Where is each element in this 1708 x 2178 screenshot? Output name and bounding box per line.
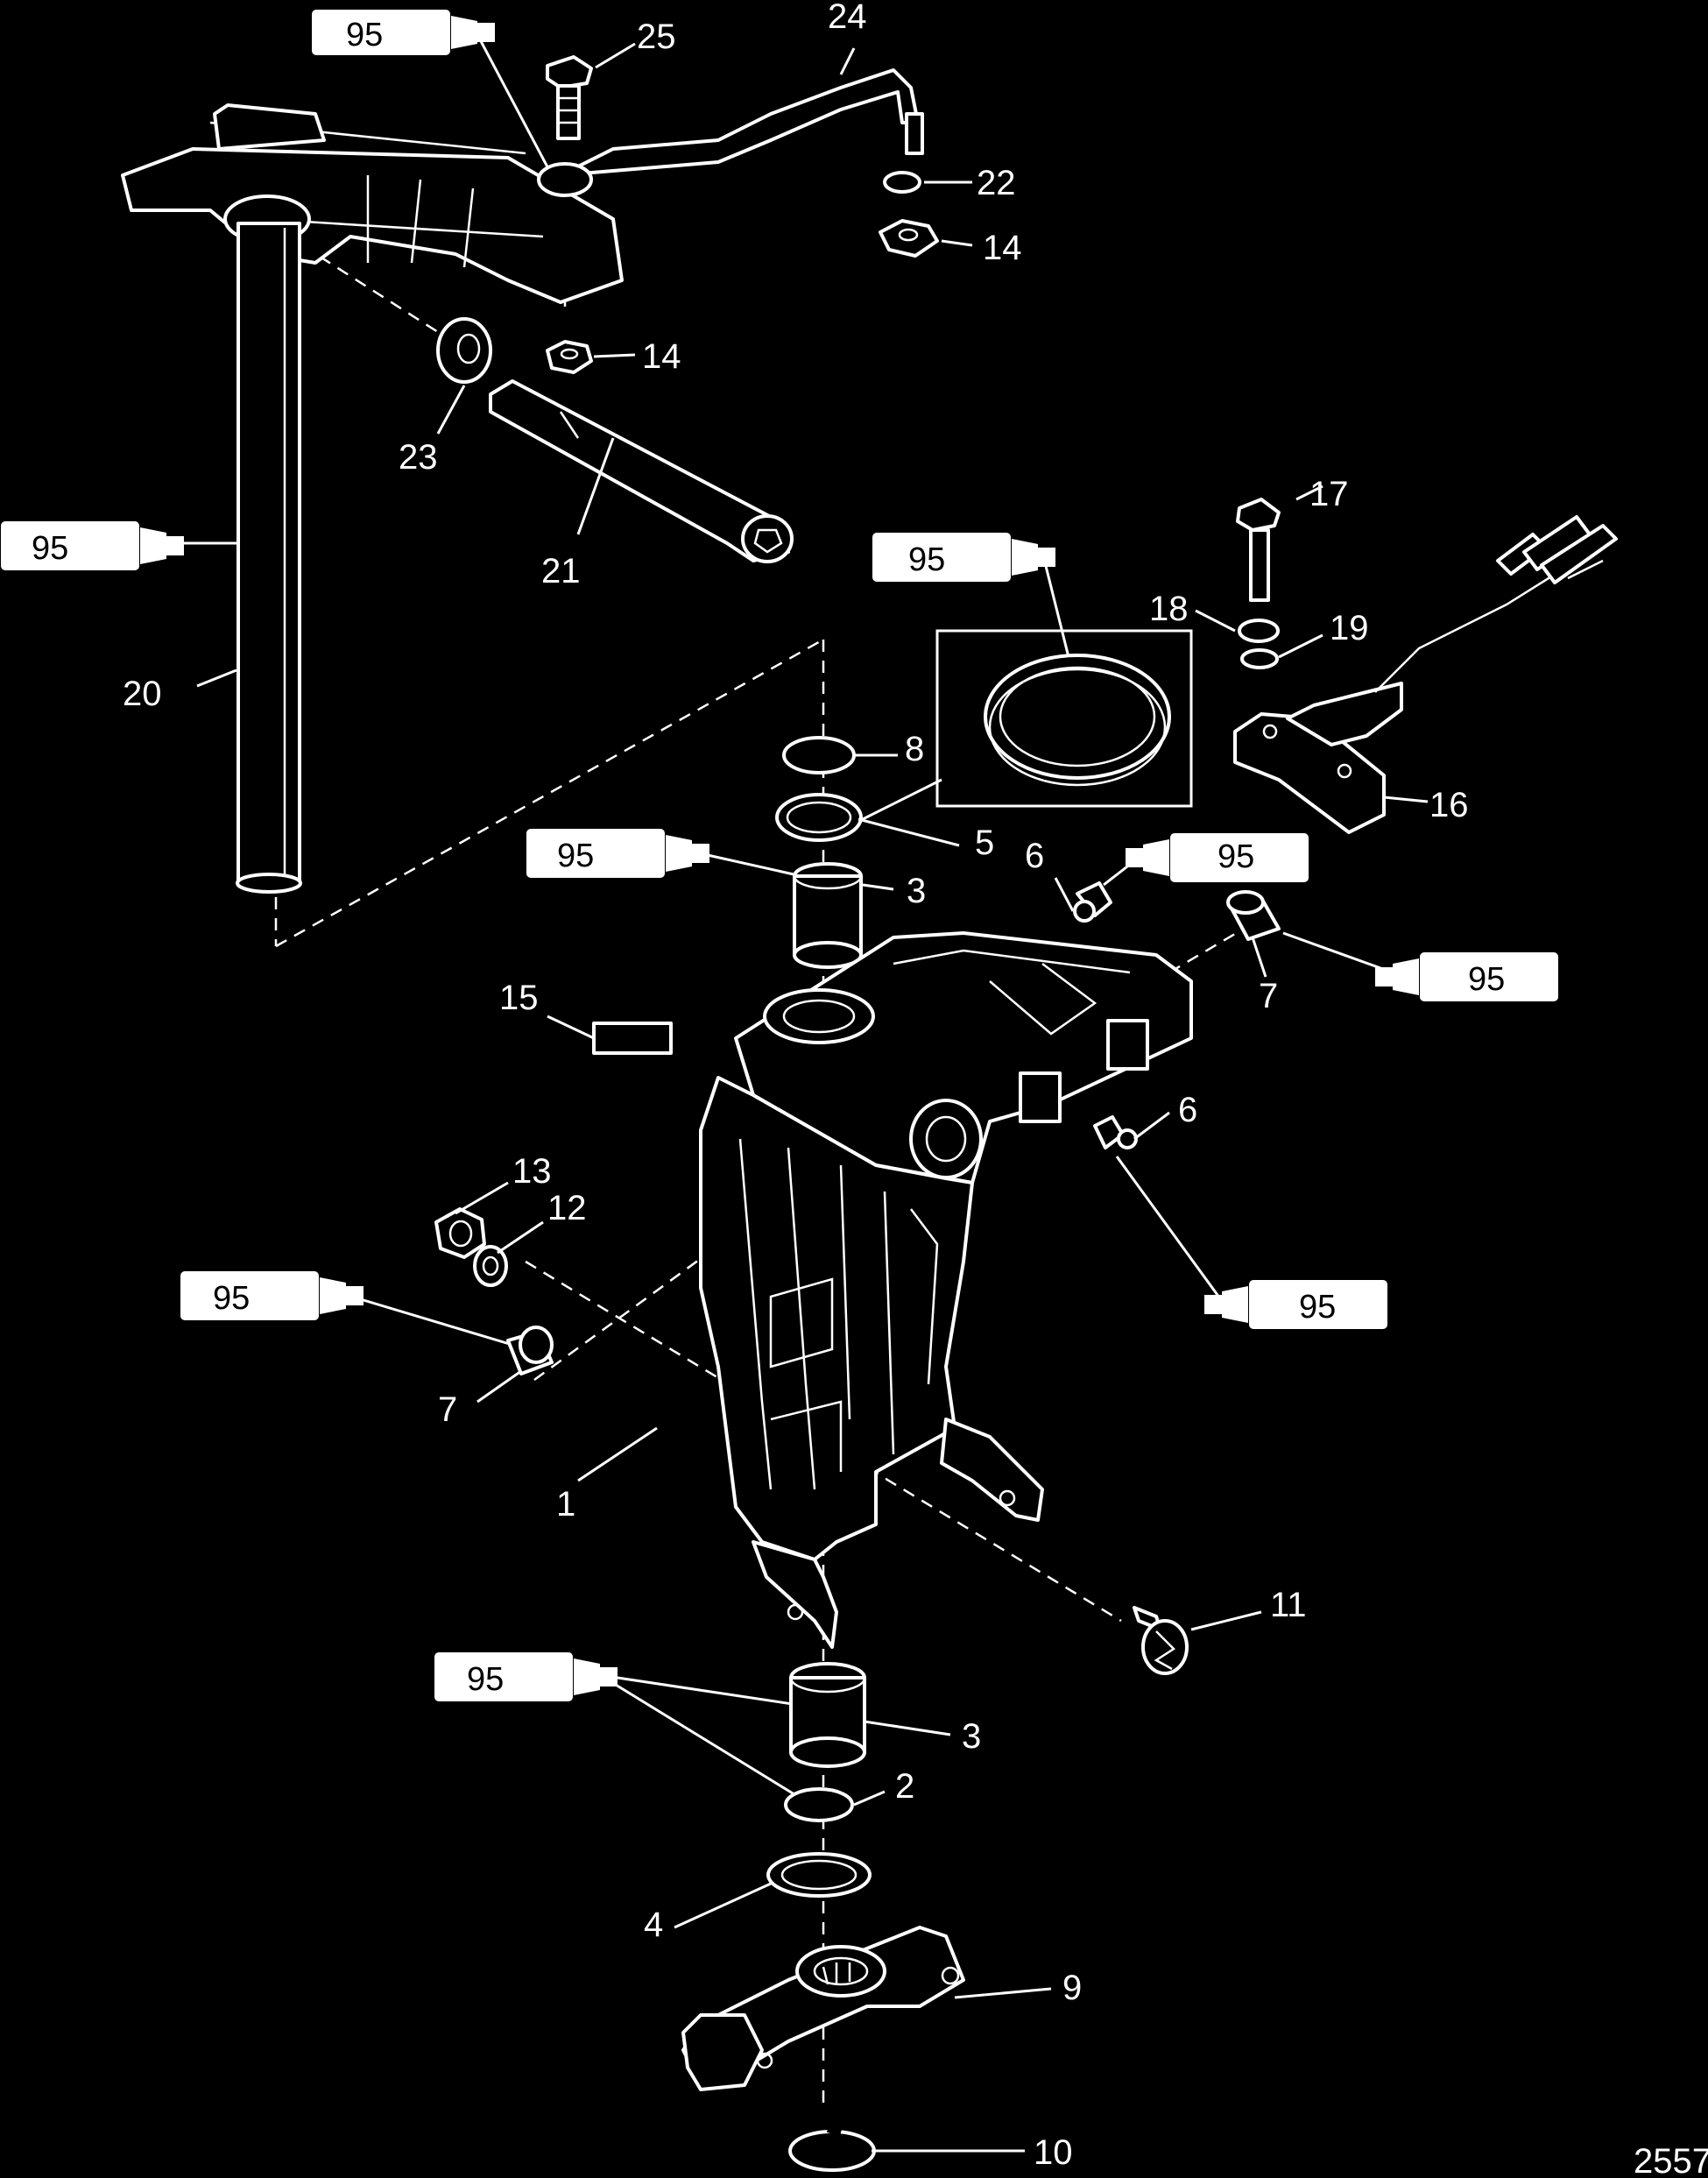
grease-fitting-part-6-lower: [1093, 1115, 1138, 1149]
bushing-part-7-right: [1226, 890, 1281, 941]
callout-17: 17: [1309, 475, 1349, 513]
tube-label: 95: [1468, 961, 1505, 998]
tube-label: 95: [908, 541, 945, 578]
lubricant-tube-grease-fitting-lower: [1204, 1278, 1389, 1331]
tube-label: 95: [346, 17, 383, 53]
callout-25: 25: [637, 18, 676, 56]
callout-9: 9: [1062, 1969, 1082, 2007]
callout-1: 1: [556, 1485, 575, 1524]
callout-7-right: 7: [1259, 977, 1278, 1015]
callout-19: 19: [1330, 609, 1369, 647]
lubricant-tube-grease-fitting-upper: [1126, 831, 1310, 884]
callout-8: 8: [905, 730, 924, 768]
screw-part-17: [1236, 498, 1281, 602]
callout-6-lower: 6: [1178, 1091, 1197, 1129]
tube-label: 95: [1299, 1289, 1336, 1326]
tube-label: 95: [1217, 838, 1254, 875]
callout-10: 10: [1034, 2133, 1073, 2172]
seal-detail-inset: [935, 629, 1193, 808]
lubricant-tube-seal: 95: [871, 531, 1055, 583]
callout-leaders: [196, 42, 1429, 2153]
nut-part-13: [434, 1207, 486, 1259]
nut-part-14-lower: [546, 340, 593, 374]
nut-part-14-top: [879, 219, 939, 258]
bushing-part-3-upper: [793, 862, 863, 969]
lubricant-tube-lower-bushing: 95: [433, 1651, 618, 1703]
callout-14-lower: 14: [642, 337, 681, 376]
callout-23: 23: [399, 438, 438, 477]
seal-part-5: [775, 793, 863, 842]
figure-number: 2557: [1634, 2142, 1708, 2178]
washer-part-8: [782, 736, 856, 774]
trim-sender-part-16: [1233, 515, 1618, 834]
link-rod-part-24: [537, 68, 924, 197]
callout-13: 13: [512, 1152, 552, 1191]
swivel-bracket-part-1: [699, 931, 1193, 1649]
tube-leaders: [184, 25, 1394, 1798]
decal-part-15: [592, 1022, 673, 1055]
bushing-part-3-lower: [789, 1662, 866, 1768]
lubricant-tube-left-tiller: 95: [0, 520, 184, 572]
callout-14-top: 14: [983, 229, 1022, 267]
lockwasher-part-12: [473, 1245, 508, 1287]
grease-fitting-part-6-upper: [1073, 881, 1112, 923]
lubricant-tube-left-bushing: 95: [179, 1269, 363, 1322]
callout-12: 12: [547, 1189, 587, 1227]
bolt-part-11: [1133, 1606, 1189, 1675]
tube-label: 95: [467, 1661, 504, 1698]
callout-3-lower: 3: [962, 1717, 981, 1756]
tube-label: 95: [557, 838, 594, 874]
seal-part-4: [766, 1852, 872, 1898]
lubricant-tube-top: 95: [310, 8, 495, 57]
callout-20: 20: [123, 675, 162, 713]
pivot-bolt-part-21: [489, 379, 794, 563]
callout-15: 15: [499, 979, 539, 1017]
tube-label: 95: [213, 1280, 250, 1317]
callout-6-upper: 6: [1025, 837, 1044, 875]
callout-16: 16: [1429, 786, 1469, 824]
steering-yoke-part-9: [681, 1926, 965, 2091]
washer-part-19: [1240, 648, 1279, 669]
bushing-part-7-left: [506, 1326, 554, 1375]
steering-arm-part-20: [121, 103, 624, 894]
tube-label: 95: [32, 530, 68, 567]
callout-22: 22: [977, 164, 1016, 202]
retaining-ring-part-10: [788, 2125, 876, 2172]
washer-part-23: [436, 317, 492, 384]
callout-18: 18: [1149, 590, 1189, 628]
callout-21: 21: [541, 552, 581, 590]
callout-24: 24: [828, 0, 867, 36]
lubricant-tube-upper-bushing: 95: [525, 827, 709, 880]
washer-part-2: [784, 1787, 854, 1822]
bolt-part-25: [546, 55, 593, 140]
callout-11: 11: [1270, 1586, 1307, 1624]
callout-7-left: 7: [438, 1390, 457, 1429]
callout-2: 2: [895, 1767, 914, 1806]
callout-5: 5: [975, 824, 994, 862]
washer-part-22: [883, 171, 921, 194]
callout-numbers: 25 24 22 14 14 23 21 20 17 18 19 16 8 5 …: [123, 0, 1469, 2172]
callout-3-upper: 3: [907, 872, 926, 910]
lubricant-tube-right-bushing: [1375, 951, 1560, 1003]
callout-4: 4: [644, 1906, 663, 1944]
washer-part-18: [1238, 619, 1280, 643]
